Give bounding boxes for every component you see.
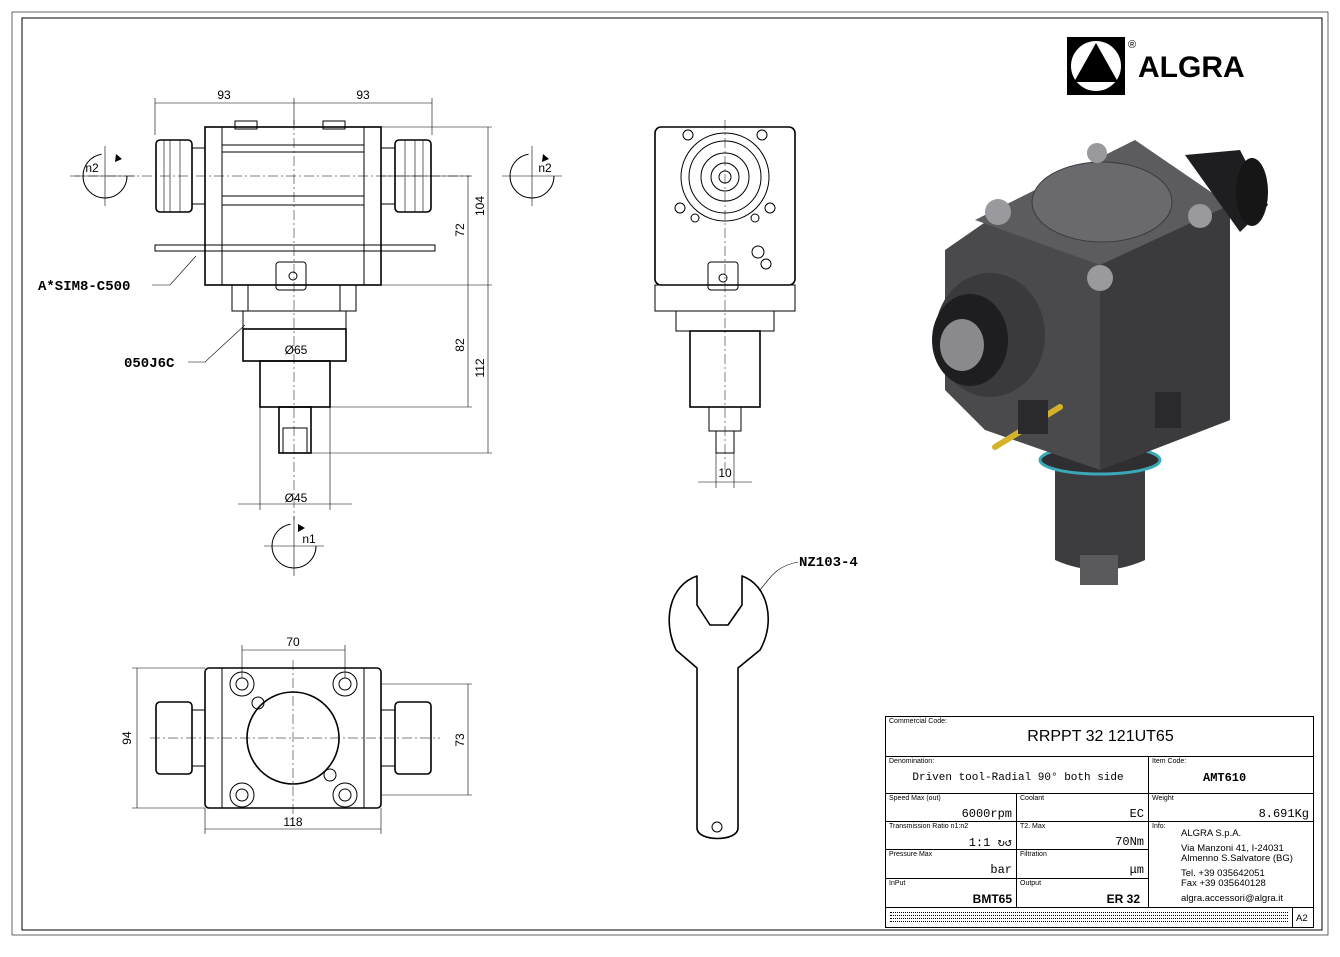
sheet-size: A2	[1296, 913, 1308, 924]
sheet-size-cell: A2	[1292, 907, 1314, 928]
commercial-code-caption: Commercial Code:	[889, 718, 947, 725]
torque-cell: T2. Max 70Nm	[1016, 821, 1149, 850]
dim-70: 70	[286, 635, 300, 649]
info-cell: Info: ALGRA S.p.A. Via Manzoni 41, I-240…	[1148, 821, 1314, 908]
item-code-cell: Item Code: AMT610	[1148, 756, 1314, 794]
dim-118: 118	[283, 815, 302, 829]
pressure: bar	[990, 863, 1012, 877]
commercial-code: RRPPT 32 121UT65	[1027, 728, 1174, 745]
dim-82: 82	[453, 338, 467, 352]
dim-dia-65: Ø65	[285, 343, 308, 357]
side-view: 10	[654, 120, 796, 488]
address2: Almenno S.Salvatore (BG)	[1181, 853, 1293, 864]
denomination-caption: Denomination:	[889, 758, 935, 765]
dim-dia-45: Ø45	[285, 491, 308, 505]
front-view: 93 93	[38, 88, 562, 576]
label-n2-right: n2	[538, 161, 552, 175]
pressure-cell: Pressure Max bar	[885, 849, 1017, 879]
dim-94: 94	[120, 731, 134, 745]
filtration: μm	[1129, 863, 1144, 877]
weight-cell: Weight 8.691Kg	[1148, 793, 1314, 822]
denomination-cell: Denomination: Driven tool-Radial 90° bot…	[885, 756, 1149, 794]
denomination: Driven tool-Radial 90° both side	[912, 772, 1124, 784]
fine-print-cell	[885, 907, 1293, 928]
rotation-n2-right-icon	[502, 146, 562, 206]
output-caption: Output	[1020, 880, 1042, 887]
input-cell: InPut BMT65	[885, 878, 1017, 908]
input: BMT65	[972, 892, 1012, 906]
info-caption: Info:	[1152, 823, 1166, 830]
outer-border	[11, 11, 1329, 936]
dim-112: 112	[473, 358, 487, 377]
dim-10: 10	[718, 466, 732, 480]
label-wrench: NZ103-4	[799, 555, 858, 571]
ratio-cell: Transmission Ratio n1:n2 1:1 ↻↺	[885, 821, 1017, 850]
label-n2-left: n2	[85, 161, 99, 175]
address1: Via Manzoni 41, I-24031	[1181, 843, 1284, 854]
item-code: AMT610	[1203, 771, 1247, 785]
pressure-caption: Pressure Max	[889, 851, 933, 858]
weight: 8.691Kg	[1258, 807, 1309, 821]
fax: Fax +39 035640128	[1181, 878, 1266, 889]
ratio: 1:1 ↻↺	[968, 836, 1012, 850]
rotation-n2-left-icon	[75, 146, 135, 206]
title-block: Commercial Code: RRPPT 32 121UT65 Denomi…	[885, 716, 1314, 928]
rotation-n1-icon	[264, 516, 324, 576]
tel: Tel. +39 035642051	[1181, 868, 1265, 879]
label-oring: 050J6C	[124, 356, 175, 372]
ratio-caption: Transmission Ratio n1:n2	[889, 823, 969, 830]
dim-72: 72	[453, 223, 467, 237]
coolant-caption: Coolant	[1020, 795, 1045, 802]
filtration-cell: Filtration μm	[1016, 849, 1149, 879]
dim-73: 73	[453, 733, 467, 747]
label-n1: n1	[302, 532, 316, 546]
speed: 6000rpm	[961, 807, 1012, 821]
bottom-view: 70 94 73 118	[120, 635, 472, 834]
weight-caption: Weight	[1152, 795, 1174, 802]
dim-93-right: 93	[356, 88, 370, 102]
label-seal: A*SIM8-C500	[38, 279, 130, 295]
filtration-caption: Filtration	[1020, 851, 1047, 858]
output: ER 32	[1106, 892, 1140, 906]
torque-caption: T2. Max	[1020, 823, 1046, 830]
coolant: EC	[1129, 807, 1144, 821]
email[interactable]: algra.accessori@algra.it	[1181, 893, 1284, 904]
item-code-caption: Item Code:	[1152, 758, 1187, 765]
inner-border	[21, 17, 1323, 931]
speed-cell: Speed Max (out) 6000rpm	[885, 793, 1017, 822]
registered-mark: ®	[1128, 39, 1136, 51]
coolant-cell: Coolant EC	[1016, 793, 1149, 822]
brand-name: ALGRA	[1138, 51, 1245, 84]
dim-104: 104	[473, 196, 487, 216]
input-caption: InPut	[889, 880, 906, 887]
company: ALGRA S.p.A.	[1181, 828, 1242, 839]
dim-93-left: 93	[217, 88, 231, 102]
output-cell: Output ER 32	[1016, 878, 1149, 908]
algra-logo: ® ALGRA	[1067, 37, 1245, 95]
torque: 70Nm	[1115, 835, 1144, 849]
speed-caption: Speed Max (out)	[889, 795, 941, 802]
commercial-code-cell: Commercial Code: RRPPT 32 121UT65	[885, 716, 1314, 757]
product-render	[932, 140, 1268, 585]
wrench-icon	[668, 561, 799, 840]
